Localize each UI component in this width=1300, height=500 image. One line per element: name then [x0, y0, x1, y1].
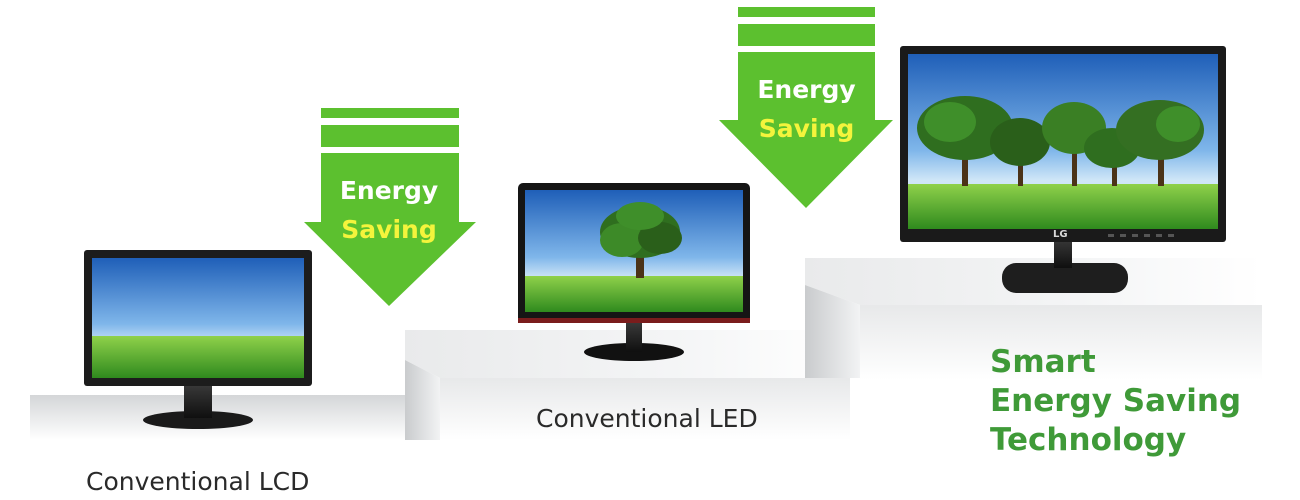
arrow-2-line2: Saving	[758, 114, 855, 143]
step-high-front	[860, 305, 1262, 380]
lg-logo: LG	[1053, 229, 1068, 240]
caption-line-2: Energy Saving	[990, 383, 1242, 419]
caption-conventional-led: Conventional LED	[536, 404, 758, 433]
step-high-riser	[805, 285, 860, 378]
step-mid-front	[440, 378, 850, 440]
monitor-control-buttons	[1108, 234, 1174, 237]
arrow-2-label: Energy Saving	[738, 70, 875, 148]
down-arrow-icon	[304, 153, 476, 306]
down-arrow-icon	[719, 52, 893, 208]
arrow-1-label: Energy Saving	[320, 171, 458, 249]
monitor-led	[518, 183, 750, 361]
tree-row	[917, 96, 1204, 186]
arrow-2-line1: Energy	[757, 75, 856, 104]
caption-smart-energy-saving: Smart Energy Saving Technology	[990, 343, 1241, 460]
caption-conventional-lcd: Conventional LCD	[86, 467, 310, 496]
caption-line-1: Smart	[990, 344, 1096, 380]
arrow-1-line2: Saving	[341, 215, 437, 244]
caption-line-3: Technology	[990, 422, 1187, 458]
step-mid-riser	[405, 360, 440, 440]
arrow-1-line1: Energy	[339, 176, 439, 205]
monitor-lcd	[84, 250, 312, 429]
monitor-lg	[900, 46, 1226, 293]
